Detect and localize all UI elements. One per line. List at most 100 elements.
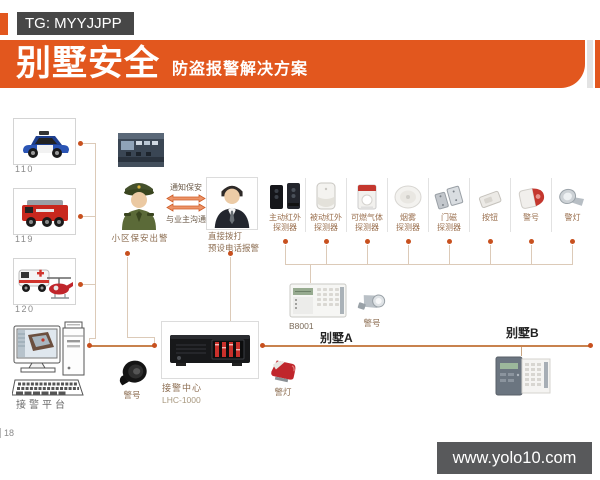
alarm-center-box — [161, 321, 259, 379]
detector-label: 主动红外 — [269, 213, 301, 222]
strobe-light-icon — [557, 178, 589, 211]
phone-line — [262, 345, 590, 347]
owner-label-line2: 预设电话报警 — [208, 243, 260, 253]
connector-line — [572, 245, 573, 264]
horn-speaker-icon — [114, 358, 150, 395]
connector-dot — [283, 239, 288, 244]
detector-cell-door-contact: 门磁 探测器 — [429, 178, 470, 232]
gas-detector-icon — [355, 178, 379, 211]
villa-b-keypad-icon — [494, 355, 554, 402]
connector-dot — [125, 251, 130, 256]
security-guard-icon — [116, 176, 162, 235]
villa-a-siren-icon — [357, 287, 387, 322]
connector-line — [408, 245, 409, 264]
connector-line — [127, 257, 128, 337]
notify-label: 通知保安 — [170, 183, 202, 192]
page-subtitle: 防盗报警解决方案 — [172, 61, 309, 78]
door-contact-icon — [432, 178, 466, 211]
communicate-label: 与业主沟通 — [166, 215, 206, 224]
connector-line — [310, 264, 311, 283]
connector-dot — [588, 343, 593, 348]
alarm-center-rack-icon — [170, 335, 250, 366]
connector-line — [326, 245, 327, 264]
connector-dot — [406, 239, 411, 244]
ambulance-helicopter-icon — [18, 269, 73, 299]
keypad-model-label: B8001 — [289, 321, 314, 331]
beacon-label: 警灯 — [274, 387, 292, 397]
two-way-arrows-icon — [166, 194, 206, 217]
website-watermark[interactable]: www.yolo10.com — [437, 442, 592, 474]
next-page-sliver — [595, 40, 600, 88]
detector-bus-line — [285, 264, 573, 265]
villa-b-label: 别墅B — [506, 326, 539, 340]
connector-line — [367, 245, 368, 264]
connector-line — [89, 338, 90, 345]
page-title: 别墅安全 — [16, 44, 161, 83]
label-110: 110 — [15, 164, 34, 174]
detector-cell-button: 按钮 — [470, 178, 511, 232]
connector-dot — [447, 239, 452, 244]
connector-dot — [78, 282, 83, 287]
connector-dot — [260, 343, 265, 348]
owner-box — [206, 177, 258, 230]
detector-cell-smoke: 烟雾 探测器 — [388, 178, 429, 232]
connector-trunk-line — [95, 143, 96, 339]
connector-line — [285, 245, 286, 264]
page-number: 18 — [0, 428, 14, 438]
villa-a-keypad-icon — [289, 283, 347, 323]
active-infrared-icon — [268, 178, 302, 211]
detector-cell-passive-infrared: 被动红外 探测器 — [306, 178, 347, 232]
fire-truck-box — [13, 188, 76, 235]
connector-dot — [570, 239, 575, 244]
businessman-icon — [214, 185, 250, 228]
police-car-icon — [22, 130, 69, 158]
alarm-platform-computer-icon — [11, 320, 88, 403]
detector-cell-gas: 可燃气体 探测器 — [347, 178, 388, 232]
fire-truck-icon — [21, 199, 68, 227]
connector-dot — [365, 239, 370, 244]
connector-line — [127, 337, 154, 338]
connector-dot — [529, 239, 534, 244]
detector-label: 门磁 — [441, 213, 457, 222]
detector-label: 警号 — [523, 213, 539, 222]
connector-dot — [152, 343, 157, 348]
detector-label: 可燃气体 — [351, 213, 383, 222]
detector-label: 警灯 — [564, 213, 581, 222]
label-120: 120 — [15, 304, 35, 314]
connector-line — [230, 257, 231, 321]
connector-line — [83, 284, 95, 285]
connector-line — [490, 245, 491, 264]
platform-label: 接警平台 — [16, 400, 68, 411]
alarm-beacon-icon — [266, 356, 300, 391]
panic-button-icon — [476, 178, 504, 211]
tg-watermark: TG: MYYJJPP — [17, 12, 134, 35]
title-banner: 别墅安全 防盗报警解决方案 — [0, 40, 585, 88]
connector-dot — [228, 251, 233, 256]
owner-label-line1: 直接拨打 — [208, 231, 243, 241]
connector-dot — [87, 343, 92, 348]
page-edge-sliver — [587, 40, 593, 88]
detector-cell-strobe: 警灯 — [552, 178, 593, 232]
detector-cell-active-infrared: 主动红外 探测器 — [265, 178, 306, 232]
connector-line — [521, 347, 522, 356]
connector-dot — [78, 141, 83, 146]
detector-label: 被动红外 — [310, 213, 342, 222]
orange-corner-chip — [0, 13, 8, 35]
connector-dot — [488, 239, 493, 244]
detector-cell-siren: 警号 — [511, 178, 552, 232]
connector-line — [89, 338, 96, 339]
alarm-center-label: 接警中心 — [162, 383, 203, 393]
ambulance-box — [13, 258, 76, 305]
detector-label: 按钮 — [482, 213, 498, 222]
guard-label: 小区保安出警 — [111, 233, 169, 243]
label-119: 119 — [15, 234, 34, 244]
monitor-room-photo — [118, 133, 164, 172]
connector-line — [449, 245, 450, 264]
website-url: www.yolo10.com — [452, 448, 577, 467]
connector-line — [83, 216, 95, 217]
passive-infrared-icon — [314, 178, 338, 211]
tg-label: TG: MYYJJPP — [25, 15, 122, 32]
villa-a-siren-label: 警号 — [363, 318, 381, 328]
connector-line — [154, 337, 155, 344]
